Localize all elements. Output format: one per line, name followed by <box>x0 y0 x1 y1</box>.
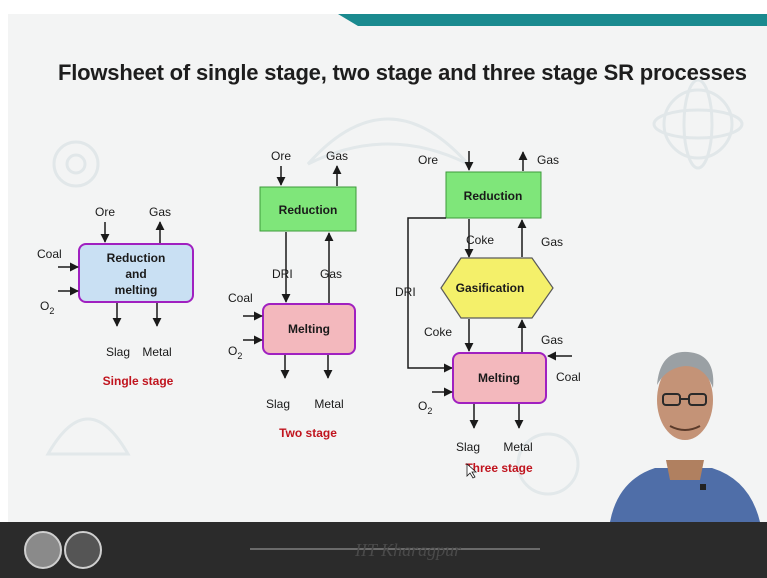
dri-label: DRI <box>395 285 416 299</box>
gas-mid-label: Gas <box>320 267 342 281</box>
lapel-mic-icon <box>700 484 706 490</box>
top-band <box>0 0 767 14</box>
o2-label: O2 <box>40 299 54 316</box>
presenter-hair <box>657 351 714 388</box>
two-stage-flowsheet: Reduction Ore Gas DRI Gas Melting Coal O… <box>228 149 357 440</box>
metal-label: Metal <box>314 397 343 411</box>
three-stage-flowsheet: Reduction Ore Gas Coke Gas Gasification … <box>395 151 581 479</box>
box-label-line1: Reduction <box>107 251 166 265</box>
slide-title: Flowsheet of single stage, two stage and… <box>58 60 747 85</box>
ore-label: Ore <box>418 153 438 167</box>
gasification-label: Gasification <box>456 281 525 295</box>
three-stage-caption: Three stage <box>465 461 533 475</box>
box-label-line3: melting <box>115 283 158 297</box>
ore-label: Ore <box>271 149 291 163</box>
header-teal-stripe <box>8 14 767 26</box>
gas-upper-label: Gas <box>541 235 563 249</box>
slag-label: Slag <box>106 345 130 359</box>
nptel-logo-icon <box>64 531 102 569</box>
gas-lower-label: Gas <box>541 333 563 347</box>
footer-institute: IIT Kharagpur <box>355 540 462 560</box>
reduction-box-label: Reduction <box>279 203 338 217</box>
coal-label: Coal <box>37 247 62 261</box>
slag-label: Slag <box>456 440 480 454</box>
o2-label: O2 <box>228 344 242 361</box>
flask-watermark-icon <box>516 432 580 496</box>
two-stage-caption: Two stage <box>279 426 337 440</box>
presenter-video <box>610 351 760 522</box>
helmet-watermark-icon <box>45 417 131 456</box>
gas-label: Gas <box>149 205 171 219</box>
footer-bar <box>0 522 767 578</box>
coke-top-label: Coke <box>466 233 494 247</box>
dri-label: DRI <box>272 267 293 281</box>
mouse-cursor-icon <box>466 463 478 479</box>
metal-label: Metal <box>503 440 532 454</box>
coal-label: Coal <box>556 370 581 384</box>
reduction-box <box>259 186 357 232</box>
melting-box <box>262 303 356 355</box>
iit-logo-icon <box>24 531 62 569</box>
gasification-hexagon <box>440 257 554 319</box>
box-label-line2: and <box>125 267 146 281</box>
slide-header-band <box>8 14 767 26</box>
coke-mid-label: Coke <box>424 325 452 339</box>
ore-label: Ore <box>95 205 115 219</box>
melting-box-label: Melting <box>478 371 520 385</box>
reduction-box <box>445 171 542 219</box>
process-flowsheet: Reduction and melting Ore Gas Coal O2 Sl… <box>37 149 581 479</box>
metal-label: Metal <box>142 345 171 359</box>
presenter-shirt <box>610 468 760 522</box>
reduction-melting-box <box>78 243 194 303</box>
melting-box <box>452 352 547 404</box>
o2-label: O2 <box>418 399 432 416</box>
coal-label: Coal <box>228 291 253 305</box>
gas-top-label: Gas <box>326 149 348 163</box>
gear-watermark-icon <box>52 140 100 188</box>
melting-box-label: Melting <box>288 322 330 336</box>
reduction-box-label: Reduction <box>464 189 523 203</box>
slag-label: Slag <box>266 397 290 411</box>
single-stage-flowsheet: Reduction and melting Ore Gas Coal O2 Sl… <box>37 205 194 388</box>
single-stage-caption: Single stage <box>103 374 174 388</box>
atom-watermark-icon <box>662 88 734 160</box>
dri-bypass-arrow <box>407 217 453 373</box>
gas-top-label: Gas <box>537 153 559 167</box>
